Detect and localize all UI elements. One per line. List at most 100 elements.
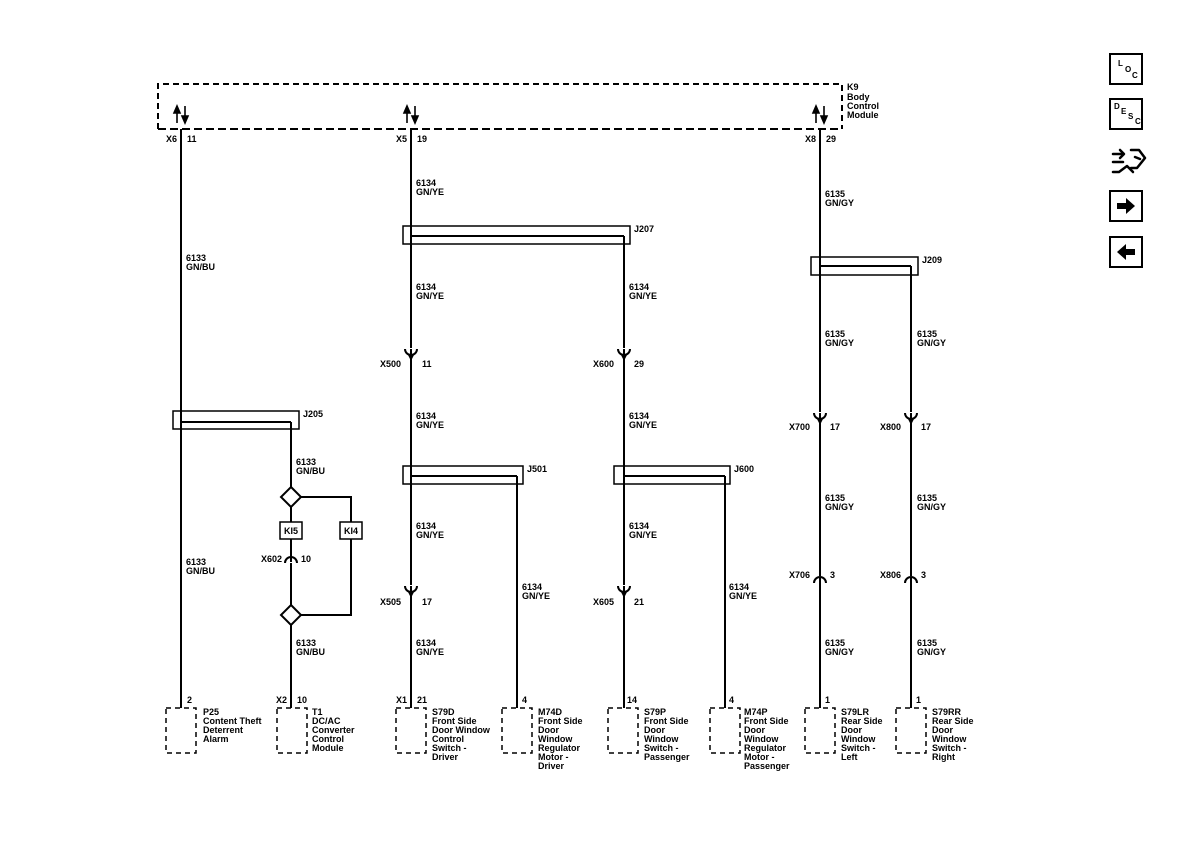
component-box-t1 [276,707,308,754]
component-box-p25 [165,707,197,754]
arrow-right-icon [1117,198,1135,214]
circuit-number: 6134 [522,582,542,592]
svg-text:Regulator: Regulator [744,743,787,753]
svg-text:S79LR: S79LR [841,707,870,717]
component-box-s79d [395,707,427,754]
inline-connector-pin: 11 [422,359,432,369]
circuit-color: GN/YE [416,291,444,301]
svg-text:S79D: S79D [432,707,455,717]
circuit-number: 6135 [825,329,845,339]
module-pin-conn: X8 [805,134,816,144]
svg-text:Rear Side: Rear Side [841,716,883,726]
svg-text:Alarm: Alarm [203,734,229,744]
svg-text:Door: Door [538,725,559,735]
circuit-number: 6133 [296,457,316,467]
svg-text:Deterrent: Deterrent [203,725,243,735]
svg-text:S79RR: S79RR [932,707,962,717]
circuit-color: GN/BU [186,566,215,576]
circuit-number: 6135 [825,493,845,503]
previous-page-button[interactable] [1109,236,1143,268]
svg-text:M74P: M74P [744,707,768,717]
svg-text:T1: T1 [312,707,323,717]
circuit-color: GN/GY [825,647,854,657]
svg-text:Module: Module [312,743,344,753]
svg-text:Switch -: Switch - [432,743,467,753]
circuit-number: 6134 [416,521,436,531]
svg-text:Passenger: Passenger [744,761,790,771]
component-s79d-label: S79D Front Side Door Window Control Swit… [432,707,491,762]
splice-label: J600 [734,464,754,474]
circuit-number: 6133 [186,253,206,263]
circuit-color: GN/YE [729,591,757,601]
inline-connector-name: X505 [380,597,401,607]
module-desc: Module [847,110,879,120]
svg-text:S79P: S79P [644,707,666,717]
desc-letter: E [1121,107,1127,116]
svg-text:Converter: Converter [312,725,355,735]
circuit-color: GN/BU [296,647,325,657]
circuit-color: GN/YE [629,420,657,430]
circuit-color: GN/GY [917,502,946,512]
option-ki5-box [279,521,303,540]
inline-connector-name: X605 [593,597,614,607]
desc-letter: C [1135,117,1141,126]
circuit-color: GN/BU [186,262,215,272]
svg-text:Window: Window [744,734,779,744]
component-conn: X2 [276,695,287,705]
option-label-ki4: KI4 [344,526,358,536]
inline-connector-pin: 29 [634,359,644,369]
splice-label: J209 [922,255,942,265]
svg-text:M74D: M74D [538,707,563,717]
circuit-color: GN/YE [629,530,657,540]
splice-j205 [172,410,300,430]
svg-text:Door: Door [644,725,665,735]
loc-letter: L [1118,59,1123,68]
circuit-number: 6134 [416,282,436,292]
circuit-number: 6134 [416,638,436,648]
component-box-m74p [709,707,741,754]
module-desc: Control [847,101,879,111]
svg-text:Window: Window [841,734,876,744]
circuit-number: 6135 [917,638,937,648]
circuit-number: 6134 [729,582,749,592]
svg-text:Content Theft: Content Theft [203,716,262,726]
next-page-button[interactable] [1109,190,1143,222]
inline-connector-pin: 3 [921,570,926,580]
connector-diagnostic-button[interactable] [1109,144,1147,180]
desc-letter: D [1114,102,1120,111]
connector-marker-group [282,348,920,597]
splice-j501 [402,465,524,485]
inline-connector-pin: 3 [830,570,835,580]
component-box-s79lr [804,707,836,754]
component-box-m74d [501,707,533,754]
circuit-color: GN/YE [629,291,657,301]
circuit-number: 6135 [825,638,845,648]
module-pin-conn: X6 [166,134,177,144]
svg-text:Right: Right [932,752,955,762]
location-view-button[interactable]: L O C [1109,53,1143,85]
svg-text:Door Window: Door Window [432,725,491,735]
circuit-color: GN/YE [416,187,444,197]
circuit-number: 6134 [629,411,649,421]
module-pin-num: 29 [826,134,836,144]
loc-letter: C [1132,71,1138,80]
circuit-number: 6134 [416,411,436,421]
arrow-left-icon [1117,244,1135,260]
circuit-number: 6134 [629,282,649,292]
svg-text:Motor -: Motor - [538,752,569,762]
component-p25-label: P25 Content Theft Deterrent Alarm [203,707,262,744]
description-view-button[interactable]: D E S C [1109,98,1143,130]
inline-connector-name: X706 [789,570,810,580]
circuit-color: GN/GY [825,502,854,512]
component-pin: 1 [825,695,830,705]
component-s79rr-label: S79RR Rear Side Door Window Switch - Rig… [932,707,974,762]
module-desc: Body [847,92,870,102]
svg-text:Driver: Driver [432,752,459,762]
svg-text:Front Side: Front Side [744,716,789,726]
connector-tool-icon [1111,148,1147,174]
circuit-number: 6135 [917,493,937,503]
svg-text:Control: Control [312,734,344,744]
component-m74p-label: M74P Front Side Door Window Regulator Mo… [744,707,790,771]
module-pin-num: 11 [187,134,197,144]
